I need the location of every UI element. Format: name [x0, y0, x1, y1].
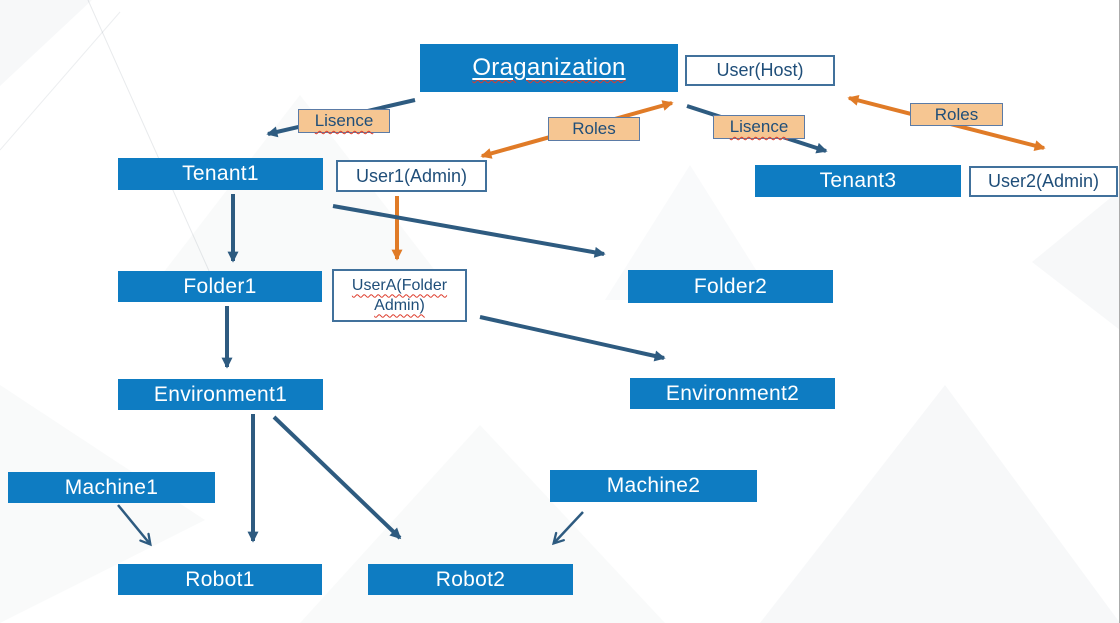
- label-license-right: Lisence: [713, 115, 805, 139]
- folder2-label: Folder2: [693, 274, 768, 298]
- machine1-node: Machine1: [8, 472, 215, 503]
- label-license-left-text: Lisence: [314, 111, 374, 130]
- organization-node: Oraganization: [420, 44, 678, 92]
- machine2-node: Machine2: [550, 470, 757, 502]
- robot2-label: Robot2: [435, 567, 506, 591]
- robot1-label: Robot1: [185, 567, 255, 591]
- folder1-label: Folder1: [183, 274, 257, 298]
- organization-label: Oraganization: [472, 54, 626, 81]
- edge-machine1-robot1: [117, 504, 150, 544]
- edge-tenant1-folder2: [332, 204, 606, 258]
- robot1-node: Robot1: [118, 564, 322, 595]
- machine1-label: Machine1: [64, 475, 159, 499]
- environment2-node: Environment2: [630, 378, 835, 409]
- user2-admin-node: User2(Admin): [969, 166, 1118, 197]
- tenant3-label: Tenant3: [819, 169, 897, 192]
- environment1-node: Environment1: [118, 379, 323, 410]
- edge-environment1-robot2: [272, 415, 402, 540]
- edge-usera-environment2: [479, 315, 666, 362]
- machine2-label: Machine2: [606, 474, 701, 497]
- tenant1-node: Tenant1: [118, 158, 323, 190]
- folder1-node: Folder1: [118, 271, 322, 302]
- user2-admin-label: User2(Admin): [987, 171, 1100, 192]
- usera-folder-admin-label: UserA(Folder Admin): [351, 276, 448, 314]
- label-roles-right-text: Roles: [934, 104, 979, 124]
- tenant3-node: Tenant3: [755, 165, 961, 197]
- user1-admin-label: User1(Admin): [355, 165, 468, 186]
- environment2-label: Environment2: [665, 381, 800, 405]
- tenant1-label: Tenant1: [182, 162, 259, 185]
- environment1-label: Environment1: [153, 382, 288, 406]
- usera-folder-admin-node: UserA(Folder Admin): [332, 269, 467, 322]
- label-license-left: Lisence: [298, 109, 390, 133]
- user-host-node: User(Host): [685, 55, 835, 86]
- user1-admin-node: User1(Admin): [336, 160, 487, 192]
- label-roles-center: Roles: [548, 117, 640, 141]
- user-host-label: User(Host): [716, 60, 804, 81]
- label-roles-right: Roles: [910, 103, 1003, 126]
- label-license-right-text: Lisence: [729, 117, 789, 136]
- label-roles-center-text: Roles: [572, 119, 616, 138]
- edge-machine2-robot2: [554, 511, 584, 543]
- folder2-node: Folder2: [628, 270, 833, 303]
- robot2-node: Robot2: [368, 564, 573, 595]
